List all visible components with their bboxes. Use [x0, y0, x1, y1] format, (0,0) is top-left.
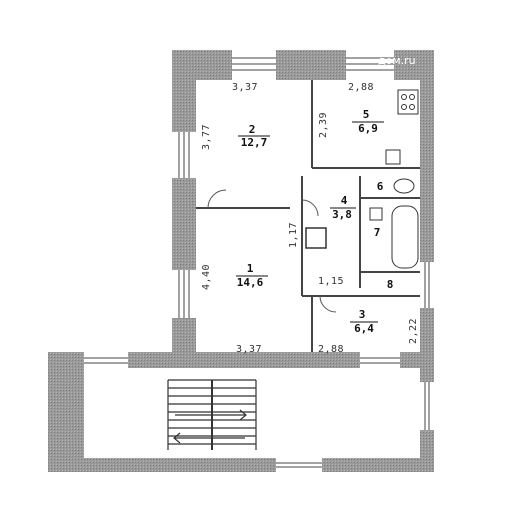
kitchen-fixtures [385, 89, 419, 165]
dimension-labels: 3,37 2,88 3,77 4,40 2,39 1,17 1,15 2,22 … [201, 82, 419, 355]
dim-top-right: 2,88 [348, 82, 374, 93]
dim-left-upper: 3,77 [201, 124, 212, 150]
dim-corridor-width: 1,15 [318, 276, 344, 287]
dim-right-lower: 2,22 [408, 318, 419, 344]
room-5-number: 5 [363, 108, 370, 121]
bathroom-fixtures [369, 178, 419, 269]
room-1-area: 14,6 [237, 276, 264, 289]
room-8-number: 8 [387, 278, 394, 291]
room-4-number: 4 [341, 194, 348, 207]
dim-bottom-left: 3,37 [236, 344, 262, 355]
doors [207, 189, 337, 313]
room-3-number: 3 [359, 308, 366, 321]
watermark-brand: Домклик [34, 493, 104, 508]
exterior-walls [48, 50, 434, 472]
room-1-number: 1 [247, 262, 254, 275]
dim-bottom-right: 2,88 [318, 344, 344, 355]
dim-top-left: 3,37 [232, 82, 258, 93]
dim-room5-side: 2,39 [318, 112, 329, 138]
house-logo-icon [11, 487, 29, 507]
room-2-number: 2 [249, 123, 256, 136]
room-2-area: 12,7 [241, 136, 268, 149]
room-labels: 2 12,7 5 6,9 4 3,8 1 14,6 3 6,4 6 7 8 [236, 108, 393, 335]
interior-walls [196, 80, 420, 352]
watermark: Домклик дом.ru [11, 54, 416, 508]
watermark-corner: дом.ru [378, 54, 416, 67]
dim-left-lower: 4,40 [201, 264, 212, 290]
dim-corridor-side: 1,17 [288, 222, 299, 248]
utility-box [305, 227, 327, 249]
room-4-area: 3,8 [332, 208, 352, 221]
staircase [167, 379, 257, 450]
room-7-number: 7 [374, 226, 381, 239]
room-6-number: 6 [377, 180, 384, 193]
room-3-area: 6,4 [354, 322, 374, 335]
windows [84, 50, 434, 472]
room-5-area: 6,9 [358, 122, 378, 135]
